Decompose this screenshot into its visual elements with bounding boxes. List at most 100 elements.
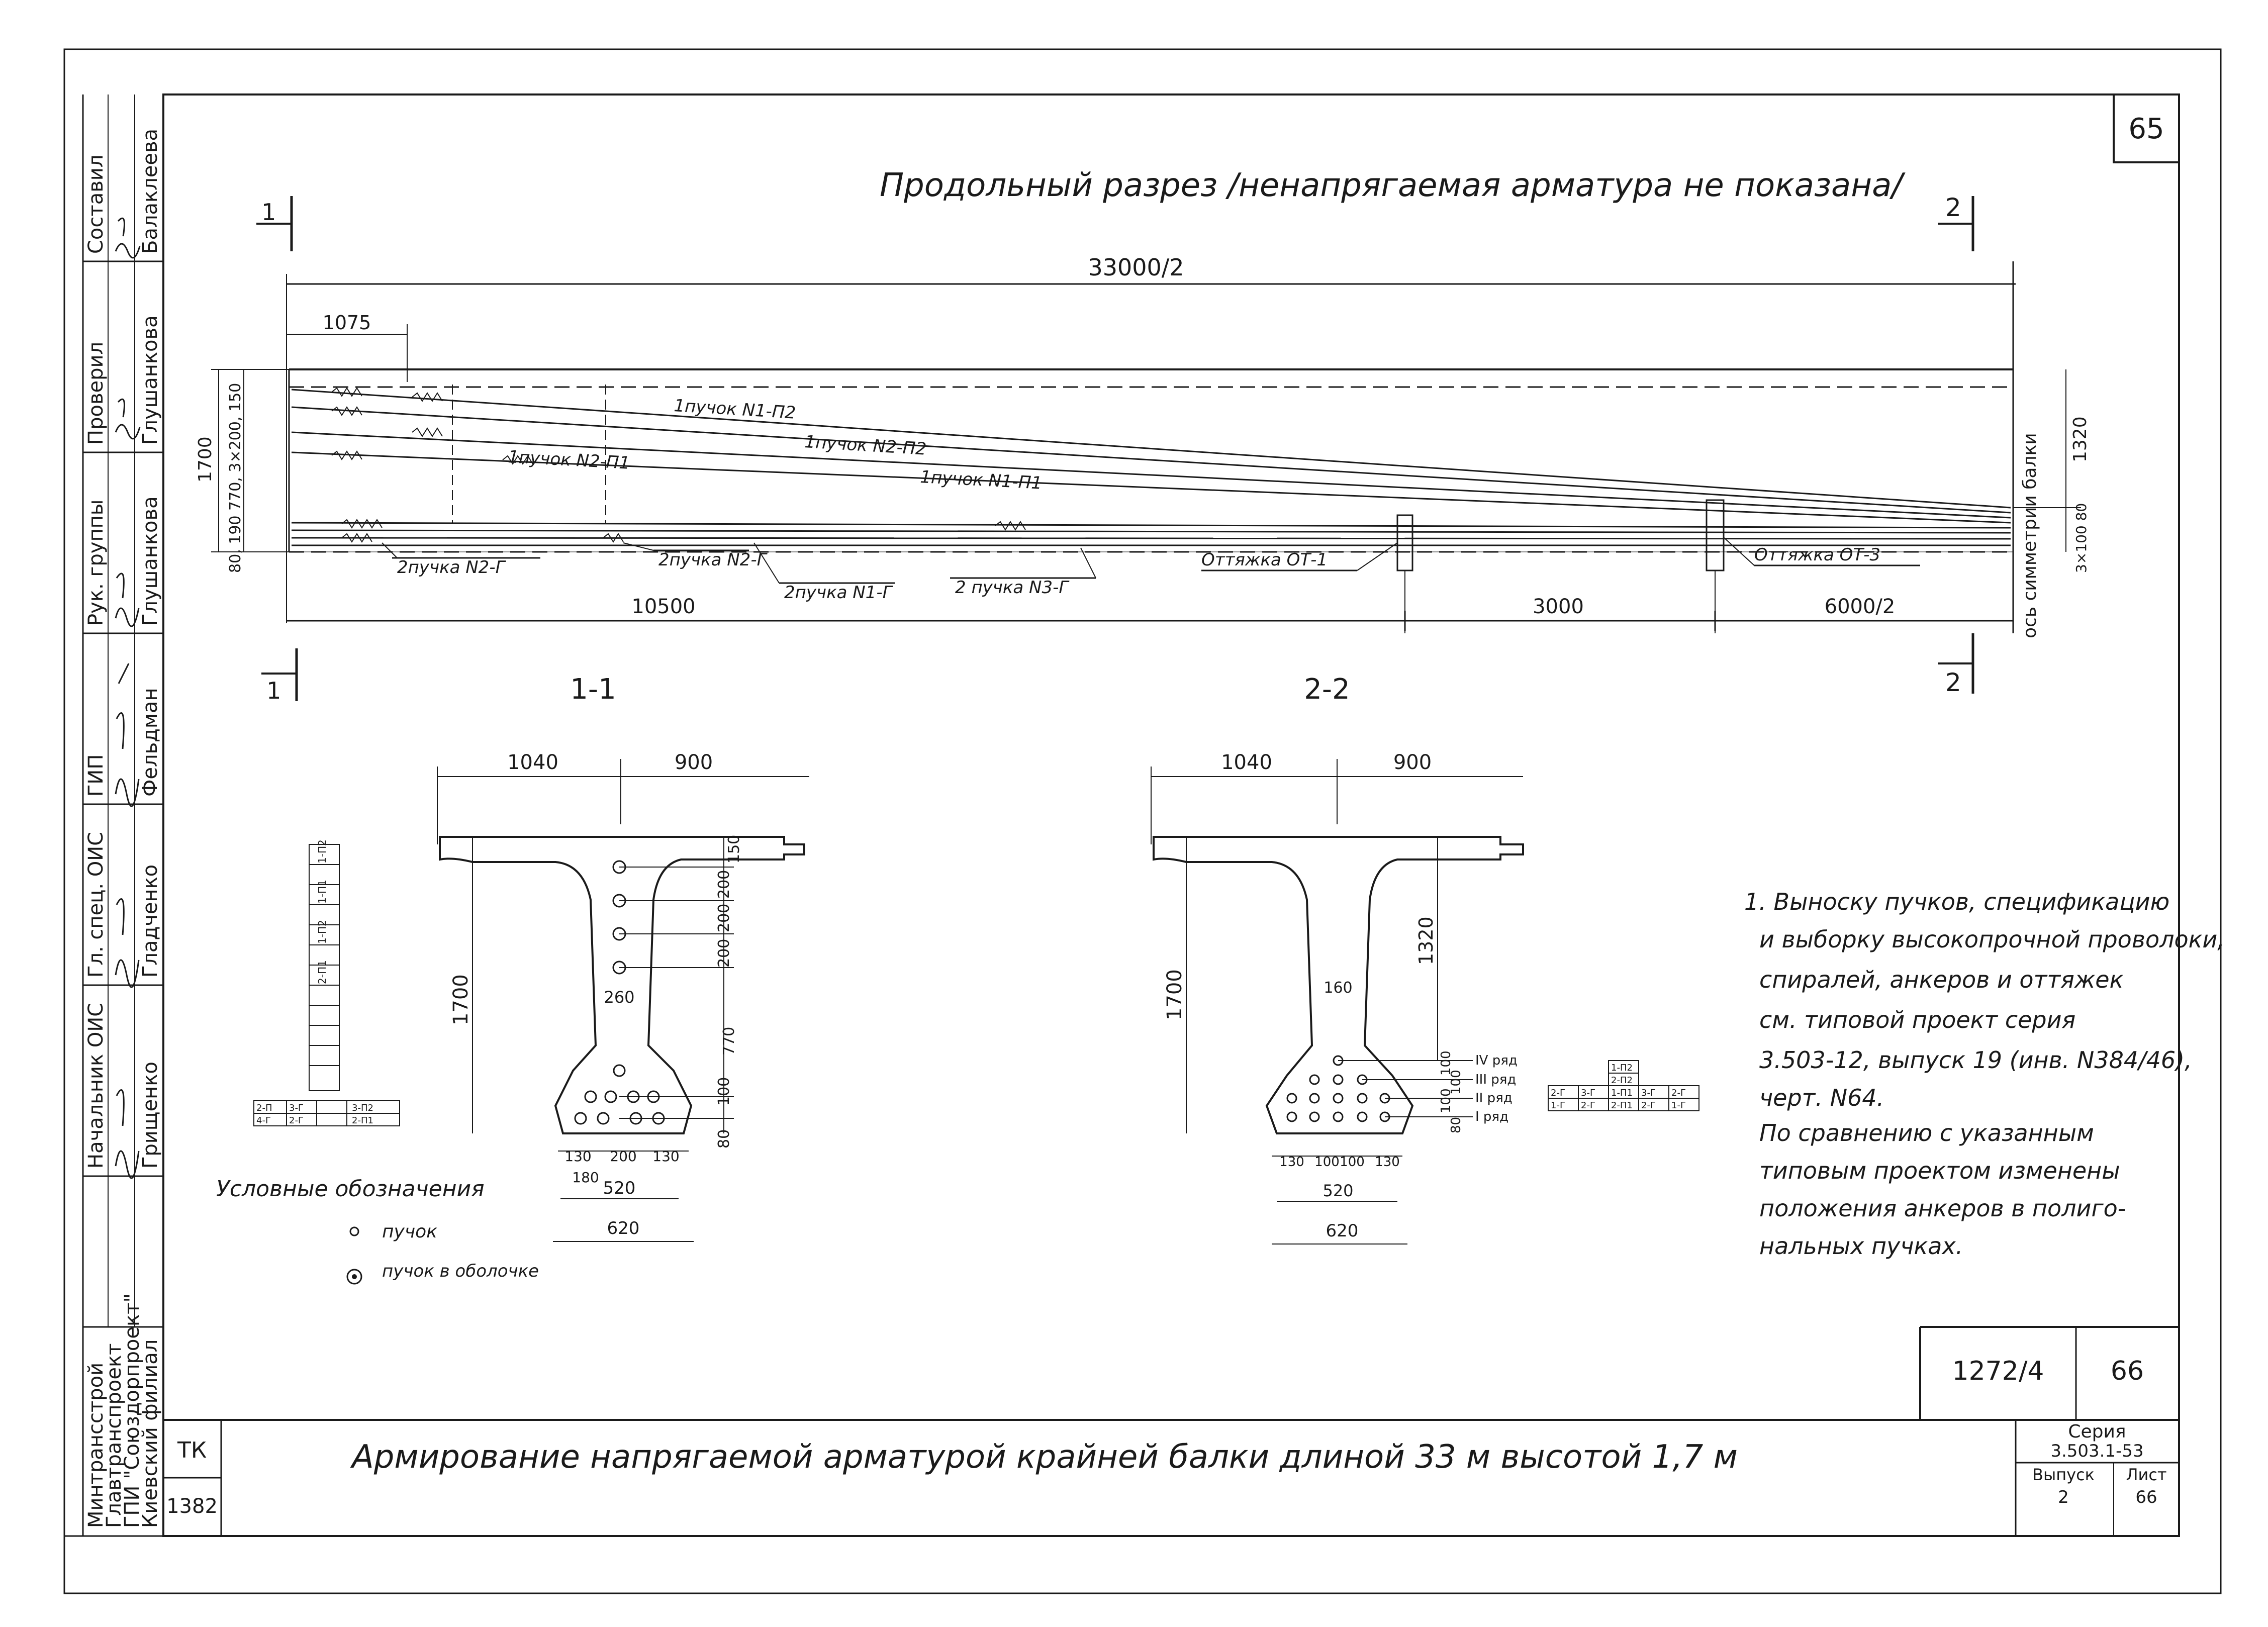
s1-dim-top-left: 1040 (507, 751, 558, 774)
org-line-3: ГПИ "Союздорпроект" (121, 1293, 144, 1528)
s2-schem-r1-1: 2-Г (1551, 1088, 1565, 1098)
legend: Условные обозначения пучок пучок в оболо… (216, 1176, 539, 1285)
s1-dim-top-right: 900 (675, 751, 713, 774)
notes: 1. Выноску пучков, спецификацию и выборк… (1744, 888, 2225, 1260)
tendon-label-6: 2пучка N2-Г (658, 550, 768, 570)
sig-name-6: Грищенко (139, 1062, 162, 1169)
note-line-8: типовым проектом изменены (1759, 1157, 2120, 1184)
section-mark-1-top: 1 (261, 199, 276, 226)
org-line-4: Киевский филиал (139, 1339, 162, 1528)
note-line-3: спиралей, анкеров и оттяжек (1759, 966, 2124, 993)
elevation-title: Продольный разрез /ненапрягаемая арматур… (880, 167, 1906, 204)
org-line-2: Главтранспроект (103, 1344, 126, 1528)
s2-dim-b2: 100 (1314, 1155, 1340, 1170)
tendon-label-3: 1пучок N2-П1 (508, 447, 631, 473)
section-mark-2-top: 2 (1945, 193, 1961, 222)
dim-1075: 1075 (323, 312, 371, 334)
s2-schem-top-1: 1-П2 (1611, 1063, 1633, 1073)
s2-row-1: I ряд (1475, 1109, 1508, 1124)
s2-dim-620: 620 (1326, 1221, 1359, 1241)
s2-dim-side-2: 100 (1449, 1070, 1464, 1095)
s2-dim-b1: 130 (1279, 1155, 1304, 1170)
s2-dim-520: 520 (1322, 1181, 1353, 1200)
sig-role-1: Составил (84, 155, 108, 254)
dim-1700-elev: 1700 (195, 436, 216, 483)
note-line-9: положения анкеров в полиго- (1759, 1195, 2126, 1222)
doc-sheet: 66 (2111, 1356, 2144, 1386)
s1-schem-cell-3: 1-П2 (316, 920, 328, 944)
s1-dim-r4: 200 (715, 939, 733, 968)
s1-schem-b5: 2-Г (289, 1115, 304, 1126)
issue-label: Выпуск (2032, 1465, 2095, 1484)
sig-role-5: Гл. спец. ОИС (84, 832, 108, 978)
schematic-1: 1-П2 1-П1 1-П2 2-П1 2-П 3-Г 3-П2 4-Г 2-Г… (253, 839, 400, 1126)
title-block (163, 1326, 2179, 1536)
note-line-2: и выборку высокопрочной проволоки, (1759, 926, 2225, 953)
s1-dim-r2: 200 (715, 870, 733, 899)
signature-texts: Составил Балаклеева Проверил Глушанкова … (84, 129, 162, 1169)
org-line-1: Минтрансстрой (84, 1363, 108, 1528)
list-value: 66 (2135, 1487, 2157, 1507)
page-number: 65 (2128, 113, 2164, 145)
dim-left-stack: 80, 190 770, 3×200, 150 (227, 383, 244, 573)
s1-dim-r3: 200 (715, 904, 733, 932)
legend-title: Условные обозначения (216, 1176, 485, 1202)
s2-schem-r1-3: 1-П1 (1611, 1088, 1633, 1098)
sig-name-5: Гладченко (139, 865, 162, 978)
dim-right-stack: 3×100 80 (2073, 503, 2090, 573)
s2-schem-r2-1: 1-Г (1551, 1100, 1565, 1111)
s1-dim-r7: 80 (715, 1129, 733, 1149)
s2-schem-r1-4: 3-Г (1641, 1088, 1656, 1098)
s1-schem-cell-2: 1-П1 (316, 880, 328, 904)
handwritten-signatures (115, 217, 141, 1179)
s2-dim-side-4: 80 (1449, 1117, 1464, 1133)
s1-dim-r1: 150 (725, 835, 743, 864)
s1-schem-cell-4: 2-П1 (316, 960, 328, 984)
legend-item-1: пучок (382, 1221, 437, 1242)
note-line-7: По сравнению с указанным (1759, 1119, 2094, 1146)
s2-dim-height: 1700 (1163, 969, 1186, 1020)
s1-schem-b3: 3-П2 (352, 1103, 373, 1113)
symmetry-axis-label: ось симметрии балки (2020, 433, 2040, 638)
s2-dim-top-right: 900 (1393, 751, 1432, 774)
s2-schem-top-2: 2-П2 (1611, 1075, 1633, 1086)
sig-name-2: Глушанкова (139, 315, 162, 445)
s1-dim-r5: 770 (720, 1027, 738, 1056)
tendon-label-7: 2пучка N1-Г (784, 583, 894, 603)
tendon-label-1: 1пучок N1-П2 (673, 396, 796, 423)
dim-3000: 3000 (1533, 595, 1584, 618)
anchor-label-1: Оттяжка ОТ-1 (1201, 550, 1328, 570)
tendon-label-5: 2пучка N2-Г (397, 557, 507, 578)
s2-dim-b3: 100 (1340, 1155, 1365, 1170)
page-number-box (2113, 93, 2180, 163)
sig-role-4: ГИП (84, 754, 108, 797)
footer-title: Армирование напрягаемой арматурой крайне… (350, 1439, 1738, 1476)
s1-dim-b3: 130 (652, 1148, 679, 1165)
s2-dim-top-left: 1040 (1221, 751, 1272, 774)
s2-dim-b4: 130 (1375, 1155, 1400, 1170)
inner-frame (162, 93, 2180, 1537)
s1-dim-b1: 130 (564, 1148, 591, 1165)
s2-row-4: IV ряд (1475, 1053, 1518, 1068)
tendon-label-2: 1пучок N2-П2 (804, 432, 927, 459)
s2-dim-side-1: 100 (1439, 1050, 1454, 1076)
series-value: 3.503.1-53 (2050, 1441, 2143, 1461)
tendon-label-4: 1пучок N1-П1 (920, 467, 1043, 494)
signature-strip (82, 94, 163, 1536)
dim-1320-elev: 1320 (2070, 416, 2091, 462)
s2-row-3: III ряд (1475, 1072, 1516, 1087)
sig-name-3: Глушанкова (139, 496, 162, 626)
s2-schem-r2-2: 2-Г (1581, 1100, 1595, 1111)
s1-dim-height: 1700 (449, 974, 472, 1025)
note-line-4: см. типовой проект серия (1759, 1006, 2075, 1033)
section-2-title: 2-2 (1304, 673, 1350, 706)
sig-role-2: Проверил (84, 342, 108, 445)
org-block: Минтрансстрой Главтранспроект ГПИ "Союзд… (84, 1293, 162, 1528)
schematic-2: 1-П2 2-П2 2-Г 3-Г 1-П1 3-Г 2-Г 1-Г 2-Г 2… (1548, 1060, 1699, 1111)
year-label: 1382 (166, 1495, 218, 1518)
s1-dim-620: 620 (607, 1218, 640, 1238)
s2-schem-r1-5: 2-Г (1671, 1088, 1686, 1098)
list-label: Лист (2126, 1465, 2166, 1484)
s1-dim-r6: 100 (715, 1077, 733, 1106)
dim-total: 33000/2 (1088, 254, 1184, 281)
